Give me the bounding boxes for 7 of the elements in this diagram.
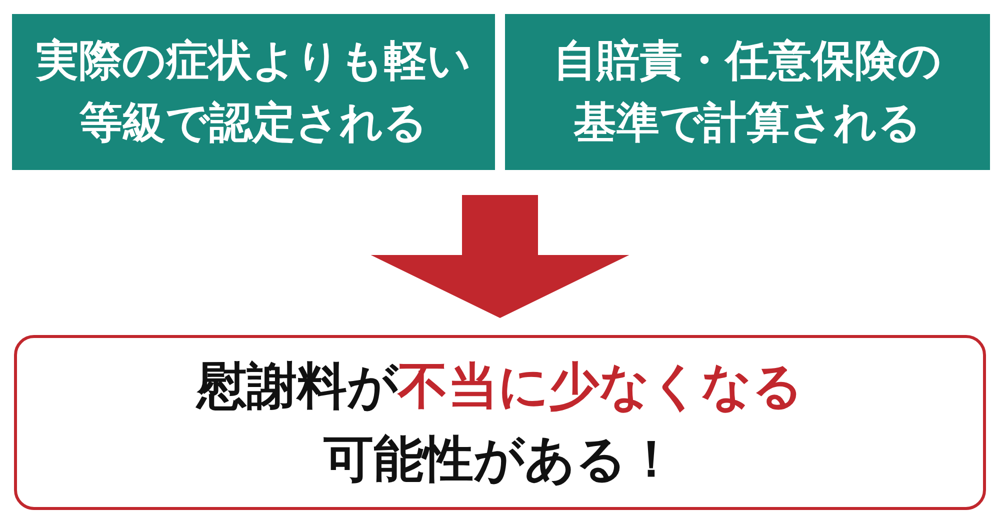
condition-text: 自賠責・任意保険の基準で計算される <box>552 34 942 150</box>
result-box <box>14 335 986 510</box>
result-text: 慰謝料が不当に少なくなる可能性がある！ <box>194 356 804 490</box>
condition-text: 実際の症状よりも軽い等級で認定される <box>35 34 472 150</box>
condition-box <box>505 14 990 170</box>
arrow <box>370 195 630 318</box>
condition-box <box>12 14 495 170</box>
